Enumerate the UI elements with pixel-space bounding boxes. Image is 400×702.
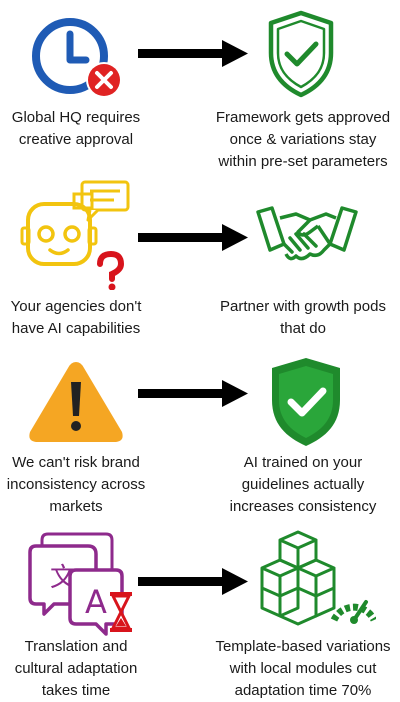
row-3: We can't risk brand inconsistency across… [0,352,400,524]
problem-caption: Translation and cultural adaptation take… [14,638,138,699]
problem-caption: Global HQ requires creative approval [11,109,141,148]
row-2: Your agencies don't have AI capabilities… [0,176,400,352]
right-arrow-icon [138,224,248,251]
solution-caption: Framework gets approved once & variation… [215,109,391,170]
warning-triangle-icon [29,362,123,442]
handshake-icon [256,206,358,261]
row-4: 文 A [0,526,400,700]
problem-caption: We can't risk brand inconsistency across… [6,454,146,515]
shield-check-outline-icon [268,10,334,98]
problem-caption: Your agencies don't have AI capabilities [10,298,142,337]
robot-speech-question-icon [20,180,130,290]
solution-caption: Template-based variations with local mod… [215,638,391,699]
translation-hourglass-icon: 文 A [28,532,132,636]
clock-with-x-icon [32,18,122,98]
solution-caption: Partner with growth pods that do [220,298,386,337]
right-arrow-icon [138,380,248,407]
cubes-speed-gauge-icon [260,530,376,626]
svg-text:A: A [85,583,107,621]
right-arrow-icon [138,568,248,595]
shield-check-filled-icon [272,358,340,446]
right-arrow-icon [138,40,248,67]
solution-caption: AI trained on your guidelines actually i… [229,454,377,515]
row-1: Global HQ requires creative approval Fra… [0,0,400,180]
